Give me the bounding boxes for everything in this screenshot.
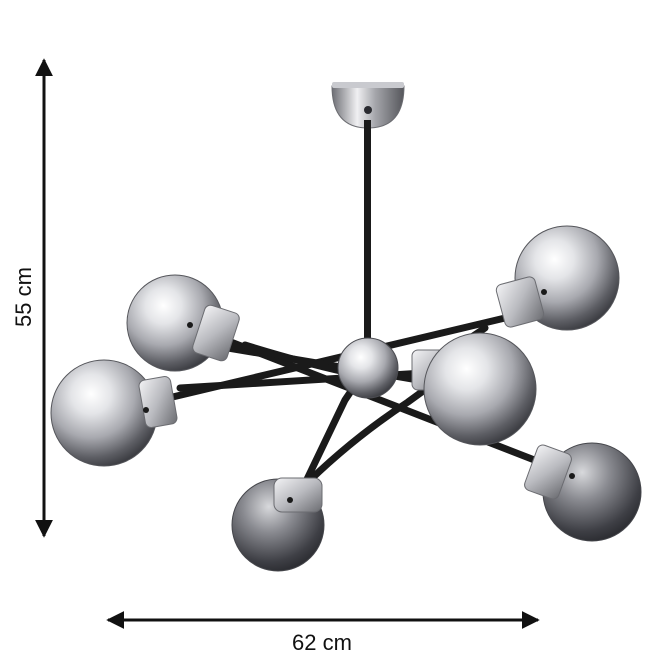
width-dimension-label: 62 cm xyxy=(292,630,352,655)
height-dimension-label: 55 cm xyxy=(11,267,36,327)
globe-center-right xyxy=(411,332,537,446)
globe-upper-left xyxy=(126,274,240,372)
globe-upper-right xyxy=(495,225,620,331)
globe-left xyxy=(50,359,178,467)
globe-lower-right xyxy=(524,442,642,542)
central-hub xyxy=(337,337,399,399)
globe-bottom xyxy=(231,477,325,572)
suspension-rod xyxy=(364,120,371,342)
ceiling-canopy xyxy=(331,82,405,129)
